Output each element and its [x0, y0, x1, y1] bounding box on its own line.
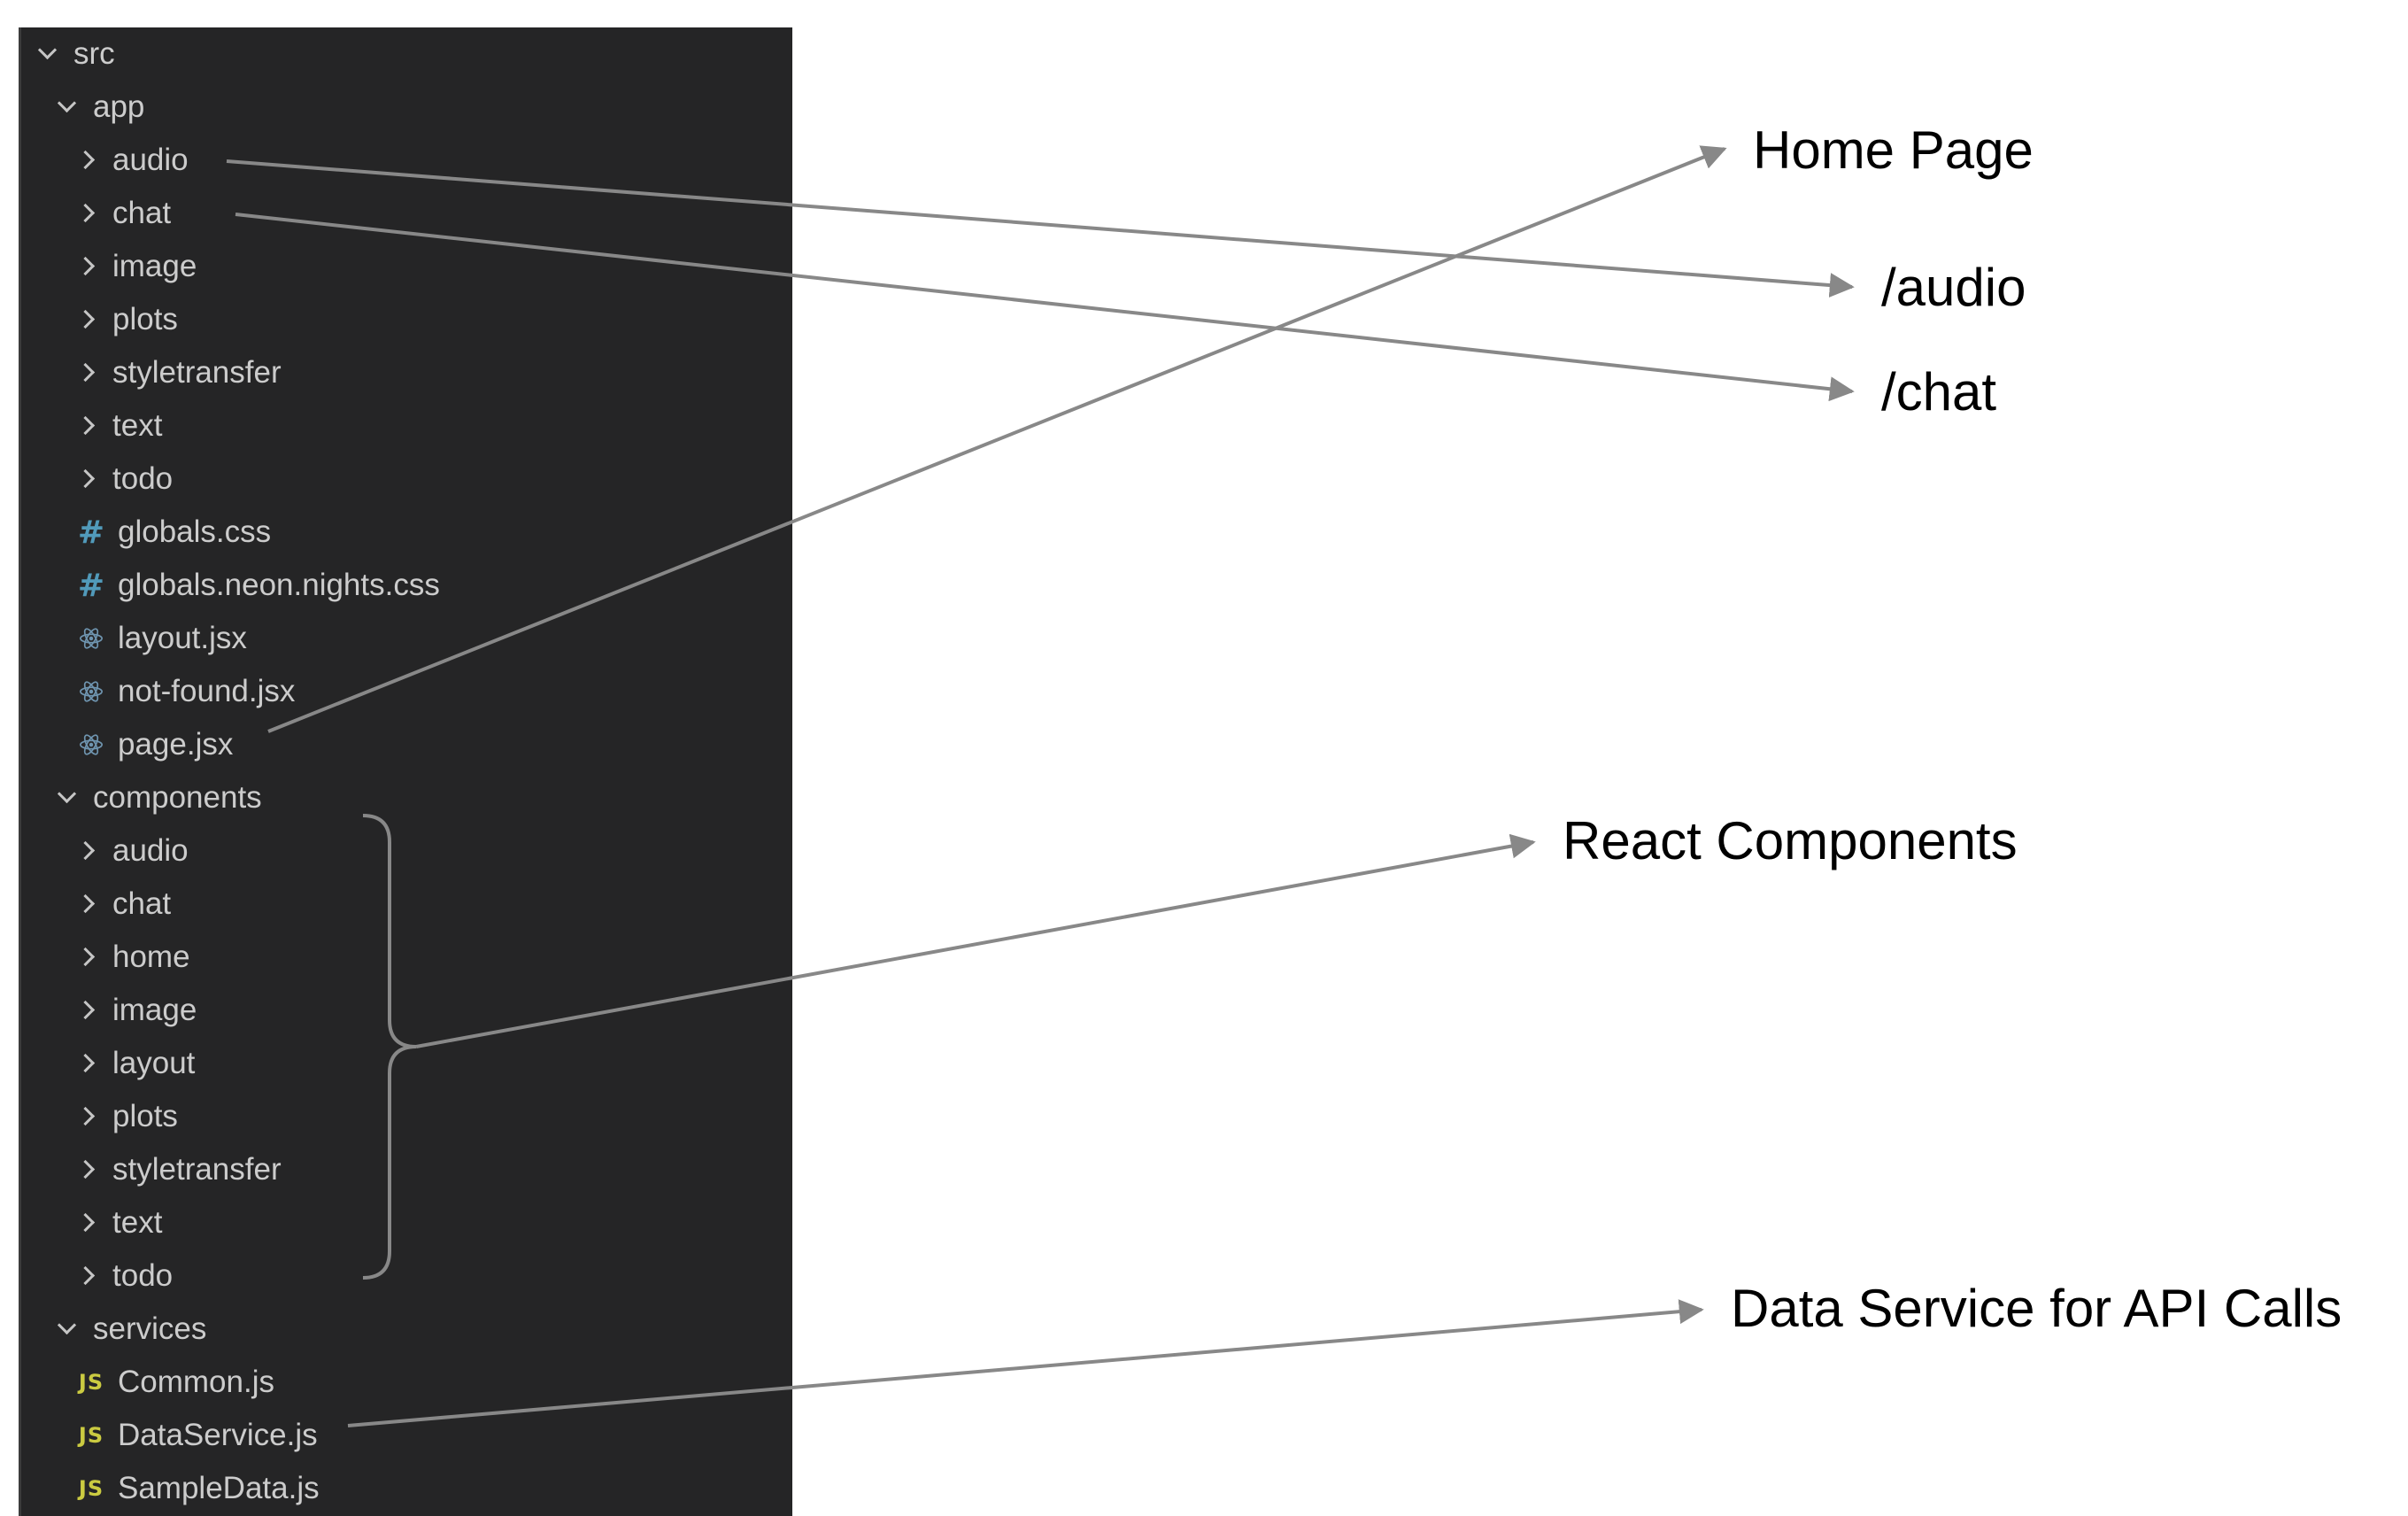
tree-folder-app[interactable]: app	[19, 81, 792, 134]
chevron-right-icon[interactable]	[75, 1159, 96, 1180]
chevron-down-icon[interactable]	[36, 43, 58, 65]
tree-file-globals-neon-nights-css[interactable]: # globals.neon.nights.css	[19, 559, 792, 612]
tree-folder-services[interactable]: services	[19, 1303, 792, 1356]
tree-folder-chat[interactable]: chat	[19, 878, 792, 931]
tree-item-label: not-found.jsx	[118, 674, 296, 708]
tree-item-label: plots	[112, 302, 178, 336]
annotation-home-page: Home Page	[1753, 120, 2034, 180]
tree-folder-styletransfer[interactable]: styletransfer	[19, 346, 792, 399]
tree-item-label: DataService.js	[118, 1418, 318, 1452]
chevron-right-icon[interactable]	[75, 1106, 96, 1127]
chevron-right-icon[interactable]	[75, 256, 96, 277]
tree-file-dataservice-js[interactable]: JS DataService.js	[19, 1409, 792, 1462]
tree-item-label: components	[93, 780, 262, 815]
chevron-right-icon[interactable]	[75, 1212, 96, 1234]
chevron-right-icon[interactable]	[75, 893, 96, 915]
chevron-right-icon[interactable]	[75, 150, 96, 171]
react-icon	[79, 730, 104, 760]
tree-item-label: image	[112, 249, 197, 283]
tree-folder-text[interactable]: text	[19, 399, 792, 452]
tree-folder-todo[interactable]: todo	[19, 452, 792, 506]
js-icon: JS	[78, 1423, 104, 1448]
chevron-right-icon[interactable]	[75, 468, 96, 490]
react-icon	[79, 677, 104, 707]
annotation-audio-route: /audio	[1881, 258, 2026, 317]
tree-item-label: globals.css	[118, 514, 272, 549]
tree-folder-todo[interactable]: todo	[19, 1249, 792, 1303]
tree-folder-image[interactable]: image	[19, 240, 792, 293]
react-icon	[79, 623, 104, 654]
tree-item-label: todo	[112, 1258, 174, 1293]
chevron-right-icon[interactable]	[75, 362, 96, 383]
tree-item-label: audio	[112, 833, 189, 868]
tree-item-label: home	[112, 940, 190, 974]
tree-folder-components[interactable]: components	[19, 771, 792, 824]
tree-item-label: chat	[112, 886, 172, 921]
tree-item-label: services	[93, 1311, 207, 1346]
tree-item-label: Common.js	[118, 1365, 274, 1399]
tree-folder-styletransfer[interactable]: styletransfer	[19, 1143, 792, 1196]
tree-item-label: page.jsx	[118, 727, 234, 762]
tree-item-label: todo	[112, 461, 174, 496]
css-hash-icon: #	[77, 567, 105, 604]
tree-folder-plots[interactable]: plots	[19, 1090, 792, 1143]
tree-file-page-jsx[interactable]: page.jsx	[19, 718, 792, 771]
tree-file-layout-jsx[interactable]: layout.jsx	[19, 612, 792, 665]
tree-item-label: SampleData.js	[118, 1471, 320, 1505]
tree-folder-audio[interactable]: audio	[19, 824, 792, 878]
chevron-right-icon[interactable]	[75, 840, 96, 862]
file-explorer-panel: src app audio chat image plots styletransfer te…	[19, 27, 792, 1516]
annotation-chat-route: /chat	[1881, 362, 1997, 422]
chevron-right-icon[interactable]	[75, 1265, 96, 1287]
tree-item-label: text	[112, 408, 163, 443]
tree-item-label: styletransfer	[112, 355, 282, 390]
tree-item-label: text	[112, 1205, 163, 1240]
tree-file-not-found-jsx[interactable]: not-found.jsx	[19, 665, 792, 718]
tree-file-globals-css[interactable]: # globals.css	[19, 506, 792, 559]
annotation-react-components: React Components	[1563, 811, 2018, 870]
tree-item-label: audio	[112, 143, 189, 177]
tree-folder-home[interactable]: home	[19, 931, 792, 984]
tree-folder-src[interactable]: src	[19, 27, 792, 81]
tree-folder-layout[interactable]: layout	[19, 1037, 792, 1090]
tree-item-label: layout	[112, 1046, 196, 1080]
tree-item-label: globals.neon.nights.css	[118, 568, 440, 602]
chevron-right-icon[interactable]	[75, 947, 96, 968]
tree-item-label: layout.jsx	[118, 621, 247, 655]
js-icon: JS	[78, 1476, 104, 1501]
tree-folder-plots[interactable]: plots	[19, 293, 792, 346]
tree-folder-image[interactable]: image	[19, 984, 792, 1037]
tree-item-label: image	[112, 993, 197, 1027]
tree-folder-text[interactable]: text	[19, 1196, 792, 1249]
tree-item-label: chat	[112, 196, 172, 230]
tree-item-label: app	[93, 89, 145, 124]
chevron-down-icon[interactable]	[56, 97, 77, 118]
chevron-right-icon[interactable]	[75, 1053, 96, 1074]
tree-item-label: styletransfer	[112, 1152, 282, 1187]
tree-folder-audio[interactable]: audio	[19, 134, 792, 187]
css-hash-icon: #	[77, 514, 105, 551]
js-icon: JS	[78, 1370, 104, 1395]
annotation-data-service: Data Service for API Calls	[1731, 1279, 2342, 1338]
tree-file-common-js[interactable]: JS Common.js	[19, 1356, 792, 1409]
chevron-right-icon[interactable]	[75, 415, 96, 437]
tree-folder-chat[interactable]: chat	[19, 187, 792, 240]
chevron-right-icon[interactable]	[75, 203, 96, 224]
tree-item-label: plots	[112, 1099, 178, 1133]
chevron-down-icon[interactable]	[56, 1319, 77, 1340]
chevron-right-icon[interactable]	[75, 1000, 96, 1021]
tree-file-sampledata-js[interactable]: JS SampleData.js	[19, 1462, 792, 1515]
chevron-right-icon[interactable]	[75, 309, 96, 330]
tree-item-label: src	[73, 36, 115, 71]
chevron-down-icon[interactable]	[56, 787, 77, 808]
